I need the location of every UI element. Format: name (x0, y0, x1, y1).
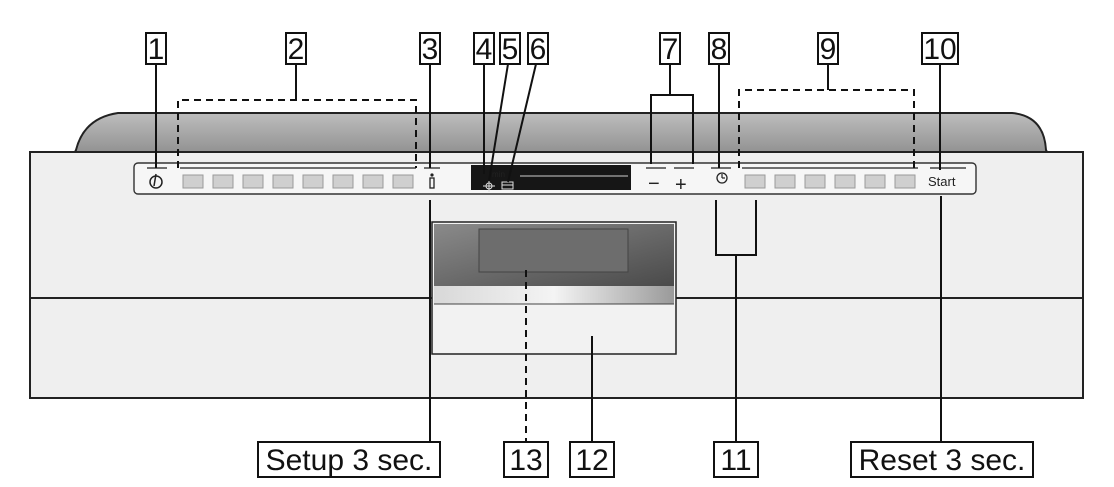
reset-label: Reset 3 sec. (859, 444, 1026, 477)
power-button[interactable] (149, 173, 163, 189)
option-buttons (744, 174, 916, 189)
display-text: min (492, 170, 505, 179)
callout-1-label: 1 (148, 33, 165, 66)
callout-2: 2 (177, 32, 417, 168)
callout-11-label: 11 (720, 444, 751, 477)
option-button[interactable] (834, 174, 856, 189)
programme-buttons (182, 174, 414, 189)
front-display-screen (478, 228, 629, 273)
programme-button[interactable] (362, 174, 384, 189)
programme-button[interactable] (182, 174, 204, 189)
programme-button[interactable] (332, 174, 354, 189)
rinse-aid-icon (501, 181, 514, 190)
callout-10: 10 (921, 32, 959, 170)
callout-6: 6 (507, 32, 549, 183)
plus-button[interactable]: + (675, 174, 687, 196)
callout-10-label: 10 (923, 33, 956, 66)
callout-4: 4 (473, 32, 495, 174)
callout-6-label: 6 (530, 33, 547, 66)
callout-13-label: 13 (509, 444, 542, 477)
clock-icon (716, 172, 728, 184)
setup-label: Setup 3 sec. (266, 444, 433, 477)
callout-4-label: 4 (476, 33, 493, 66)
door-handle[interactable] (434, 286, 674, 304)
callout-12-label: 12 (575, 444, 608, 477)
callout-5-label: 5 (502, 33, 519, 66)
info-icon (430, 173, 434, 177)
callout-7: 7 (650, 32, 694, 164)
callout-3: 3 (419, 32, 441, 168)
info-button[interactable] (424, 167, 440, 189)
programme-button[interactable] (272, 174, 294, 189)
light-icon (483, 180, 495, 192)
option-button[interactable] (894, 174, 916, 189)
programme-button[interactable] (392, 174, 414, 189)
display-window (471, 165, 631, 190)
timer-button[interactable] (716, 172, 728, 184)
callout-9-label: 9 (820, 33, 837, 66)
rear-housing (70, 112, 1052, 159)
callout-3-label: 3 (422, 33, 439, 66)
start-button[interactable]: Start (928, 174, 956, 189)
minus-button[interactable]: − (648, 173, 660, 195)
callout-11: 11 (713, 200, 759, 478)
programme-button[interactable] (302, 174, 324, 189)
option-button[interactable] (864, 174, 886, 189)
callout-5: 5 (488, 32, 521, 182)
callout-12: 12 (569, 336, 615, 478)
callout-1: 1 (145, 32, 167, 168)
callout-reset: Reset 3 sec. (850, 196, 1034, 478)
callout-8-label: 8 (711, 33, 728, 66)
programme-button[interactable] (212, 174, 234, 189)
callout-8: 8 (708, 32, 730, 168)
option-button[interactable] (804, 174, 826, 189)
callout-2-label: 2 (288, 33, 305, 66)
callout-13: 13 (503, 270, 549, 478)
callout-setup: Setup 3 sec. (257, 200, 441, 478)
option-button[interactable] (744, 174, 766, 189)
programme-button[interactable] (242, 174, 264, 189)
callout-7-label: 7 (662, 33, 679, 66)
callout-9: 9 (738, 32, 915, 168)
option-button[interactable] (774, 174, 796, 189)
